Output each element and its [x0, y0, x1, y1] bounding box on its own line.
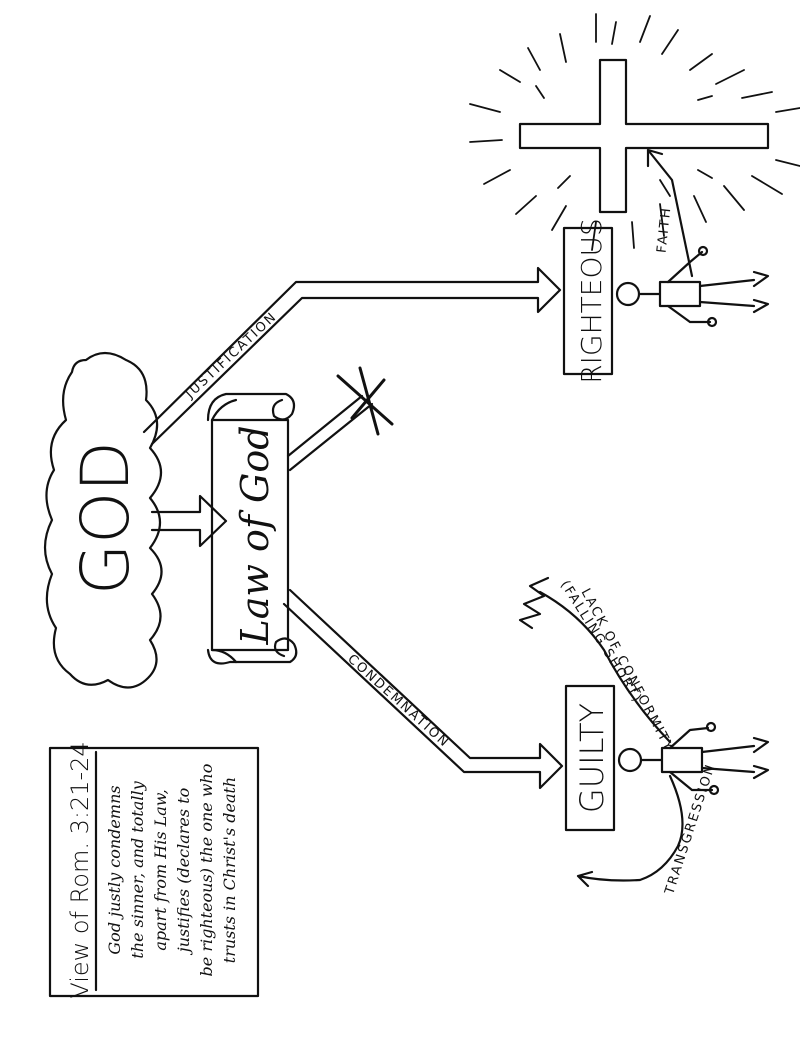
guilty-box	[564, 684, 616, 832]
righteous-figure	[615, 245, 770, 328]
lack-of-conformity-arrow	[538, 590, 672, 744]
condemnation-path	[282, 588, 564, 790]
faith-label: FAITH	[655, 206, 675, 254]
caption-line: God justly condemns	[105, 785, 124, 954]
caption-title: View of Rom. 3:21-24	[66, 741, 94, 998]
righteous-box	[562, 226, 614, 376]
law-scroll	[206, 392, 298, 665]
guilty-figure	[617, 721, 770, 796]
caption-line: apart from His Law,	[151, 789, 170, 950]
caption-body: God justly condemns the sinner, and tota…	[105, 764, 239, 977]
blocked-path	[286, 394, 374, 472]
caption-line: trusts in Christ's death	[220, 777, 239, 963]
justification-path	[142, 266, 562, 446]
guilty-label: GUILTY	[573, 703, 611, 813]
law-label: Law of God	[233, 425, 277, 645]
cross-icon	[469, 13, 800, 251]
zigzag-mark	[518, 576, 550, 630]
transgression-label: TRANSGRESSION	[662, 761, 719, 897]
justification-label: JUSTIFICATION	[182, 309, 280, 402]
condemnation-label: CONDEMNATION	[344, 652, 452, 751]
righteous-label: RIGHTEOUS	[575, 218, 608, 384]
cross-out-mark	[336, 366, 394, 436]
caption-line: be righteous) the one who	[197, 764, 216, 977]
god-label: GOD	[67, 441, 144, 595]
caption-line: the sinner, and totally	[128, 780, 147, 958]
god-law-arrow	[150, 494, 228, 548]
faith-arrow	[646, 148, 694, 278]
god-cloud	[43, 351, 163, 689]
caption-box	[48, 746, 260, 998]
caption-line: justifies (declares to	[174, 788, 193, 956]
transgression-arrow	[576, 774, 684, 888]
